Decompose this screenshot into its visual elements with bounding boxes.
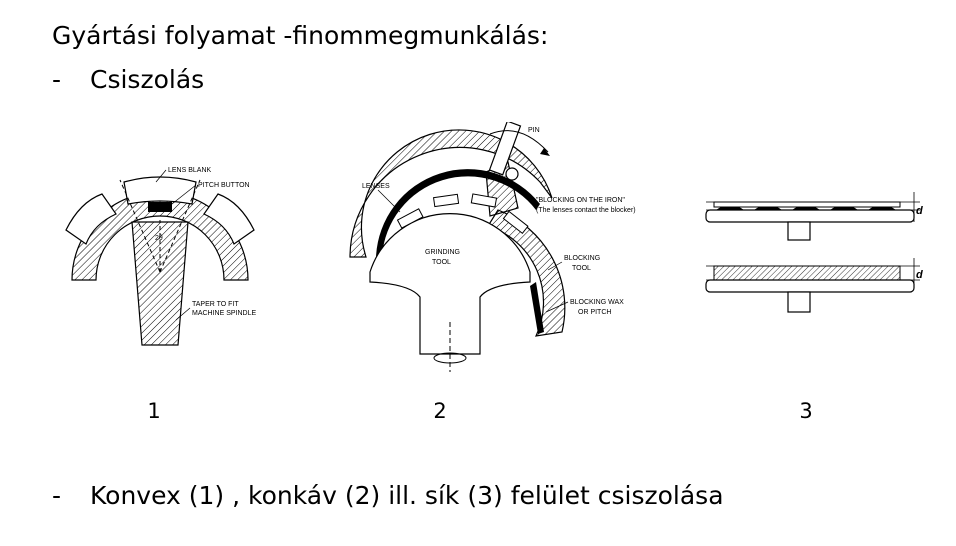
figure-concave-grinding: PIN LENSES "BLOCKING ON THE IRON" (The l…: [349, 122, 636, 372]
flat-assembly-top: d: [705, 192, 923, 241]
lens-blank: [123, 176, 197, 205]
lens-blank-label: LENS BLANK: [168, 167, 212, 174]
figure-number-1: 1: [147, 399, 161, 423]
blocking-tool-side: [487, 209, 566, 337]
angle-label: 2θ: [155, 235, 163, 242]
taper-label-2: MACHINE SPINDLE: [192, 310, 257, 317]
lens: [396, 208, 424, 229]
figure-number-2: 2: [433, 399, 447, 423]
bullet-text: Csiszolás: [90, 65, 205, 94]
slide-title: Gyártási folyamat -finommegmunkálás:: [52, 21, 549, 50]
lens-blank: [203, 193, 255, 245]
blocking-iron-label: "BLOCKING ON THE IRON": [536, 197, 625, 204]
lens: [470, 193, 498, 208]
bullet-text: Konvex (1) , konkáv (2) ill. sík (3) fel…: [90, 481, 724, 510]
d-label-bottom: d: [916, 269, 923, 281]
figure-convex-grinding: 2θ LENS BLANK PITCH BUTTON TAPER TO FIT …: [65, 167, 257, 346]
figure-flat-grinding: d d: [705, 192, 923, 313]
pin-label: PIN: [528, 127, 540, 134]
bullet-dash: -: [52, 481, 62, 510]
blocking-wax-label-1: BLOCKING WAX: [570, 299, 624, 306]
pitch-button: [148, 202, 172, 212]
figure-number-3: 3: [799, 399, 813, 423]
grinding-tool-label-1: GRINDING: [425, 249, 460, 256]
lens-blank: [65, 193, 117, 245]
blocking-tool-label-2: TOOL: [572, 265, 591, 272]
grinding-tool-label-2: TOOL: [432, 259, 451, 266]
d-label-top: d: [916, 205, 923, 217]
lens: [502, 210, 529, 235]
blocking-wax-label-2: OR PITCH: [578, 309, 611, 316]
taper-label-1: TAPER TO FIT: [192, 301, 239, 308]
blocking-tool-label-1: BLOCKING: [564, 255, 600, 262]
lens: [432, 193, 460, 208]
blocking-wax: [376, 169, 540, 257]
lenses-label: LENSES: [362, 183, 390, 190]
bullet-dash: -: [52, 65, 62, 94]
blocking-tool: [349, 129, 553, 258]
blocking-note-label: (The lenses contact the blocker): [536, 207, 636, 214]
spindle-taper: [131, 221, 189, 346]
flat-assembly-bottom: d: [705, 258, 923, 313]
pitch-button-label: PITCH BUTTON: [198, 182, 250, 189]
blocking-wax: [530, 282, 544, 334]
